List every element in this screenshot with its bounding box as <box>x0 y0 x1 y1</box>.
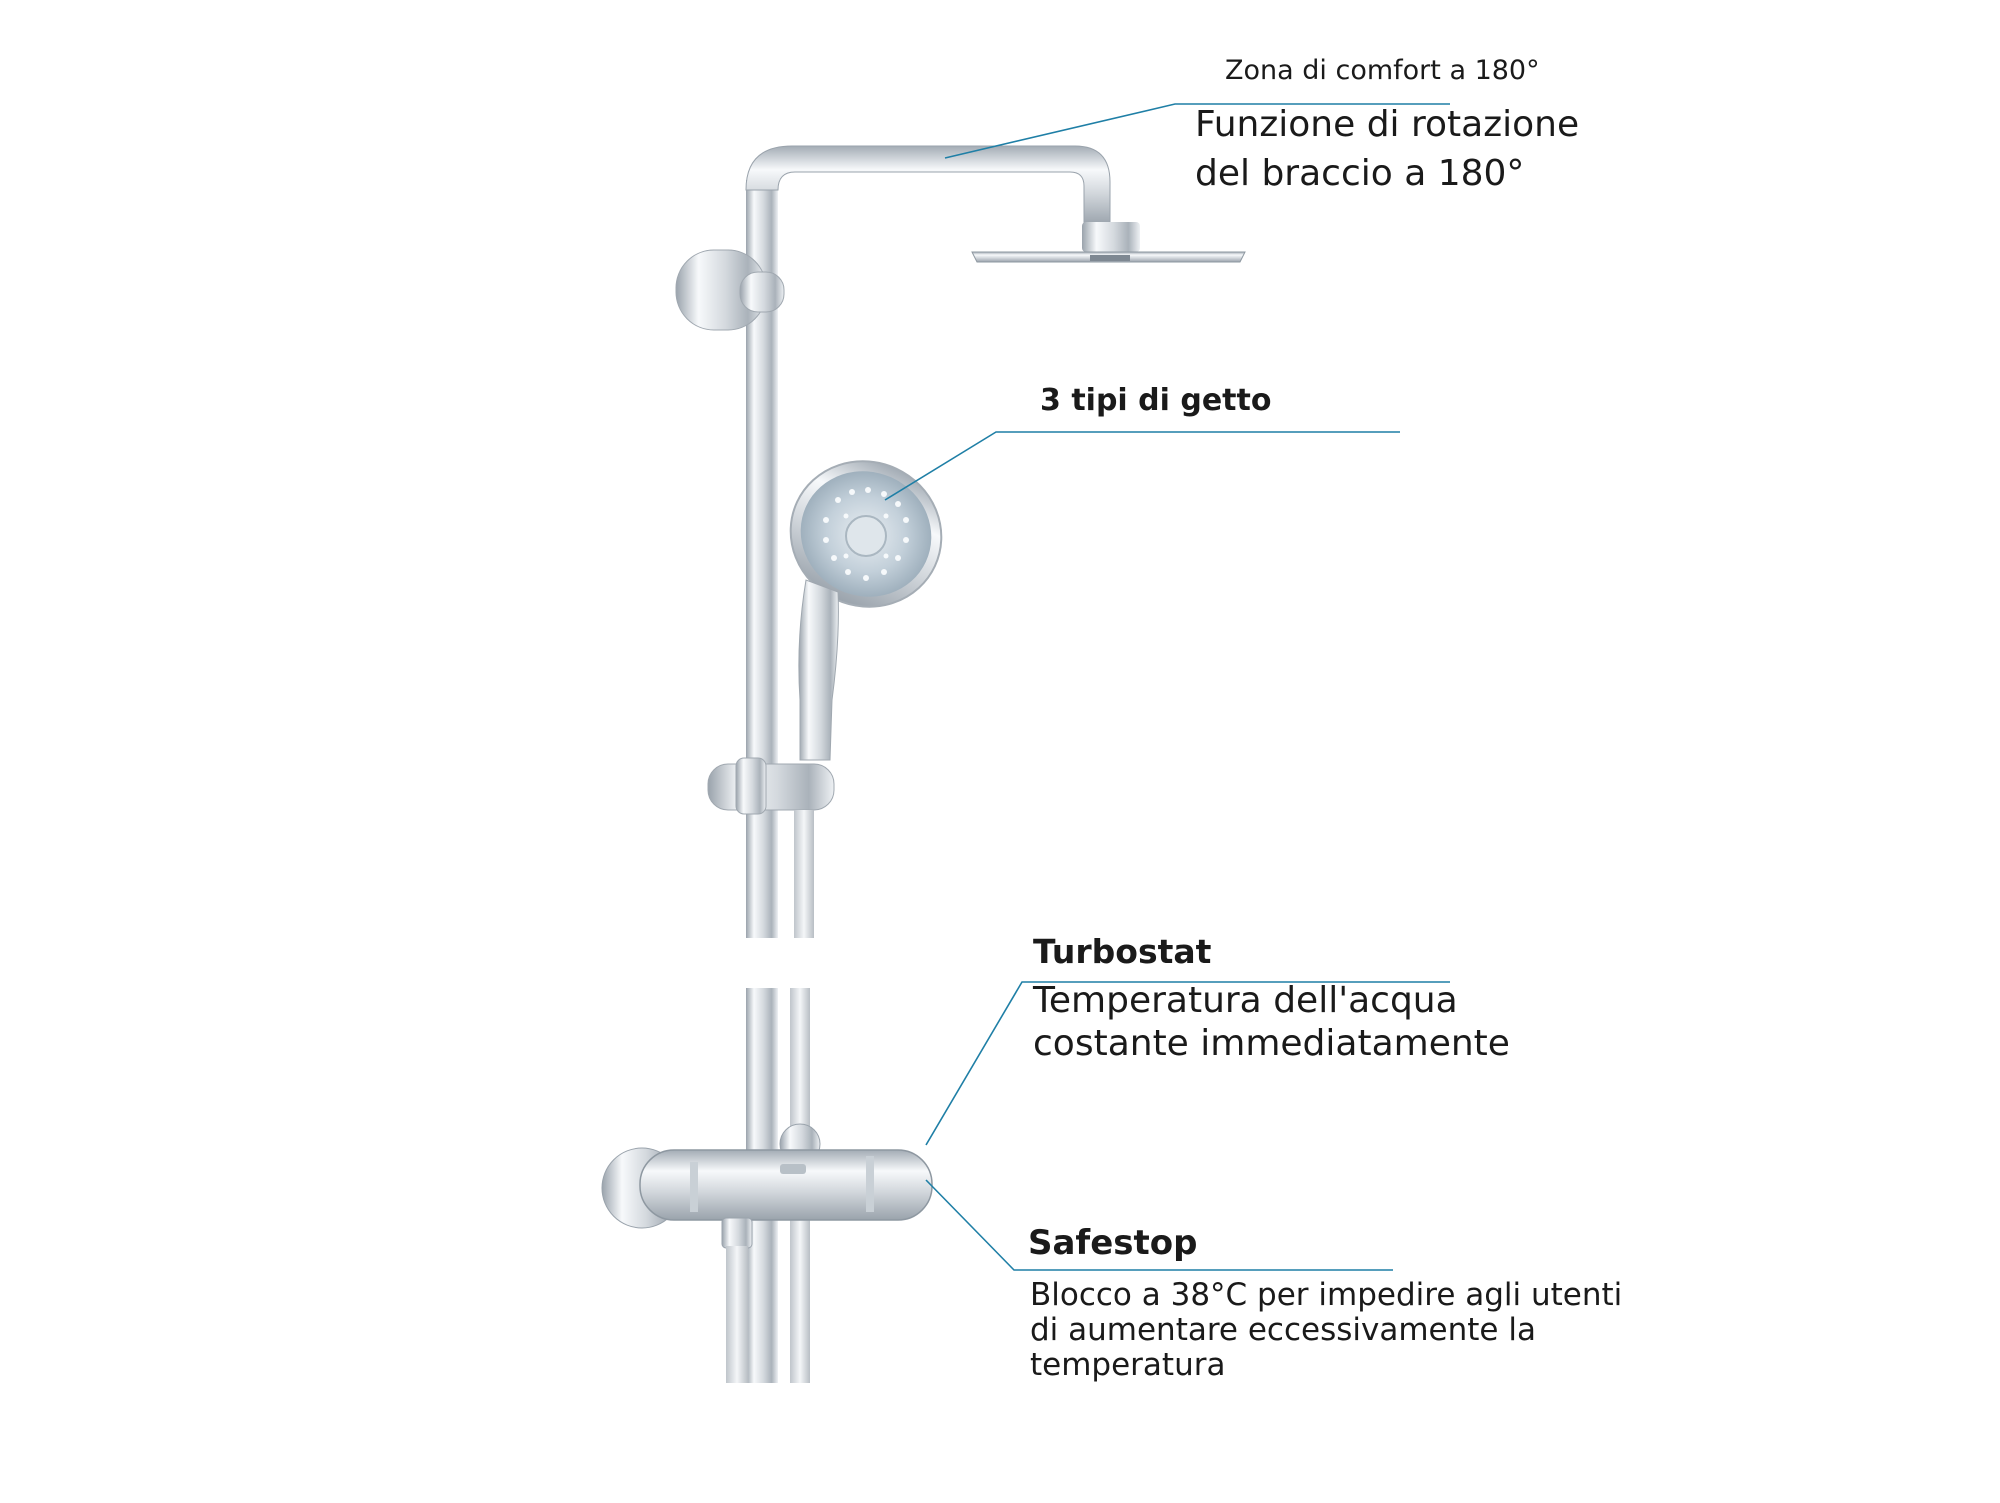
leader-lines <box>884 103 1450 1271</box>
callout-turbostat-line1: Temperatura dell'acqua <box>1033 980 1458 1021</box>
callout-safestop-line2: di aumentare eccessivamente la <box>1030 1312 1536 1348</box>
callout-arm-title: Zona di comfort a 180° <box>1225 55 1540 86</box>
shower-hose <box>794 810 814 938</box>
callout-arm-line1: Funzione di rotazione <box>1195 104 1580 145</box>
callout-turbostat-title: Turbostat <box>1033 932 1212 971</box>
callout-arm-line2: del braccio a 180° <box>1195 153 1525 194</box>
leader-safestop <box>925 1179 1393 1271</box>
callout-handshower-title: 3 tipi di getto <box>1040 383 1272 418</box>
brand-logo-icon <box>780 1164 806 1174</box>
callout-turbostat-line2: costante immediatamente <box>1033 1023 1510 1064</box>
slide-holder <box>707 763 835 811</box>
leader-handshower <box>884 431 1400 501</box>
thermostat-mixer <box>639 1149 933 1221</box>
callout-safestop-line1: Blocco a 38°C per impedire agli utenti <box>1030 1277 1623 1313</box>
showerhead-connector <box>1082 222 1140 252</box>
leader-turbostat <box>925 981 1450 1146</box>
callout-safestop-line3: temperatura <box>1030 1347 1226 1383</box>
hand-shower-handle <box>798 579 839 761</box>
callout-safestop-title: Safestop <box>1028 1223 1198 1263</box>
shower-arm <box>745 145 1111 226</box>
leader-arm <box>944 103 1450 159</box>
